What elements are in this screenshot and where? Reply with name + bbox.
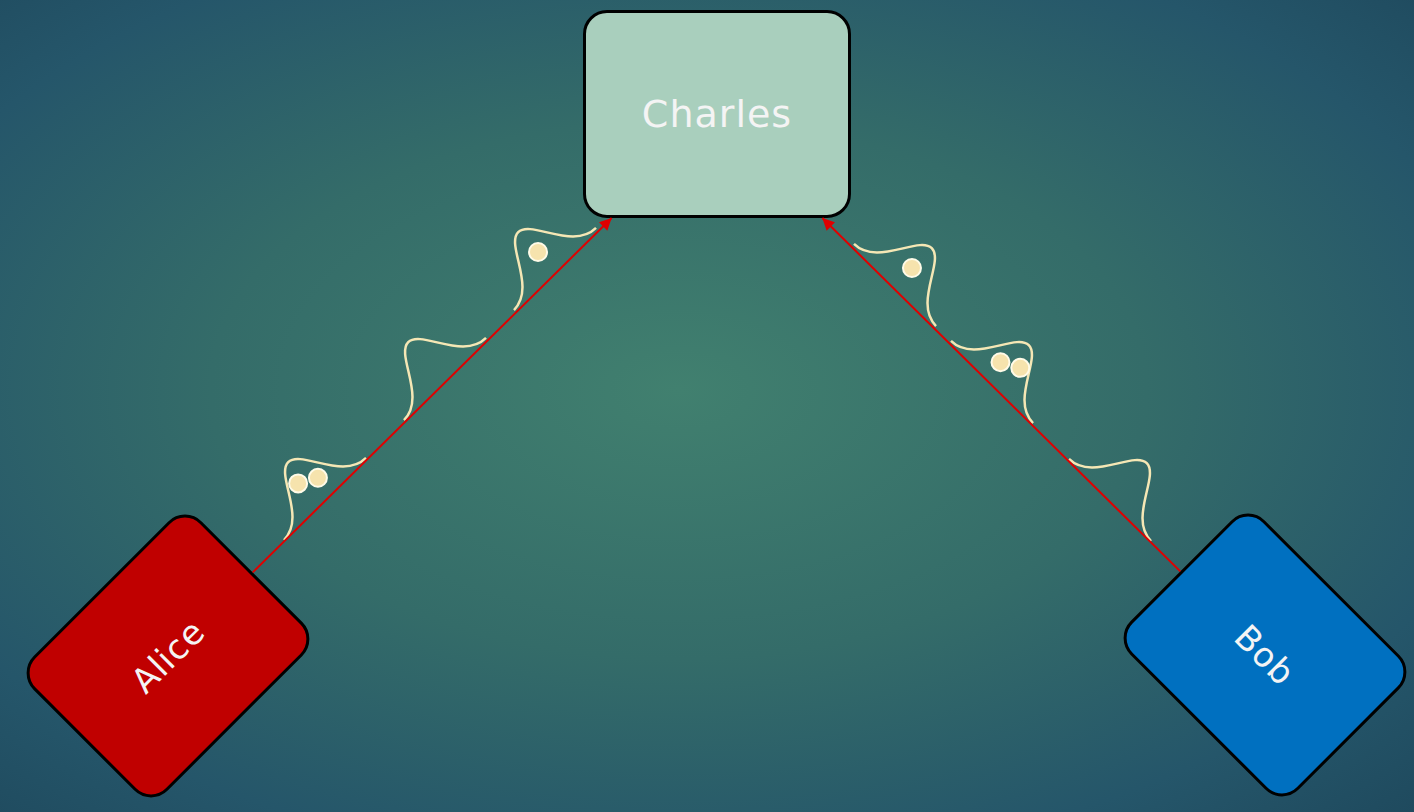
wave-packet — [854, 207, 973, 326]
receiver-box: Charles — [583, 10, 851, 218]
node-label: Charles — [642, 92, 792, 136]
wave-packet — [1069, 422, 1188, 541]
pulse-curve — [247, 421, 366, 540]
wave-packet — [367, 301, 486, 420]
connector-layer — [253, 218, 1181, 572]
sender-box: Alice — [17, 505, 320, 808]
signal-arrow — [253, 218, 612, 572]
node-label: Alice — [123, 611, 213, 701]
photon-dot — [988, 349, 1013, 374]
node-label: Bob — [1227, 617, 1304, 694]
wave-packet — [951, 304, 1070, 423]
pulse-curve — [477, 191, 596, 310]
wave-packet — [247, 421, 366, 540]
pulse-curve — [854, 207, 973, 326]
photon-dot — [285, 471, 310, 496]
photon-dot — [305, 465, 330, 490]
pulse-curve — [367, 301, 486, 420]
photon-dot — [525, 239, 550, 264]
photon-dot — [899, 255, 924, 280]
pulse-curve — [1069, 422, 1188, 541]
photon-pulses — [247, 191, 1188, 541]
pulse-curve — [951, 304, 1070, 423]
sender-box: Bob — [1114, 504, 1414, 807]
photon-dot — [1008, 355, 1033, 380]
wave-packet — [477, 191, 596, 310]
signal-arrow — [822, 218, 1180, 571]
